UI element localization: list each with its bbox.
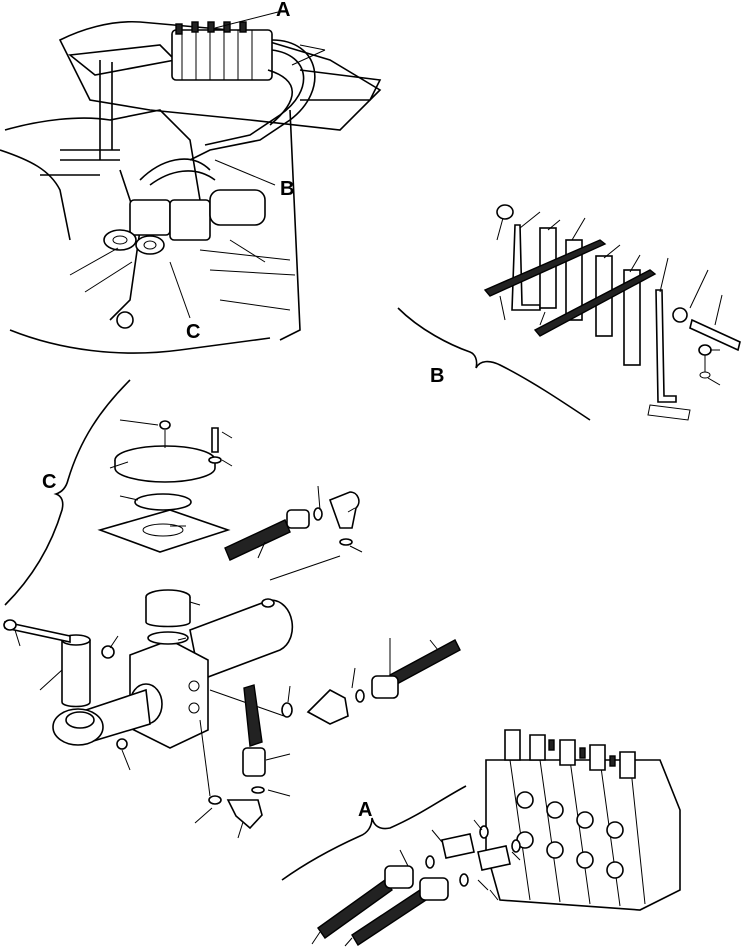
callout-b-overview: B [280, 178, 294, 200]
callout-c-overview: C [186, 321, 200, 343]
callout-a-detail: A [358, 799, 372, 821]
detail-b-clamps: B [397, 204, 741, 421]
callout-a-overview: A [276, 0, 290, 21]
machine-overview: A B C [0, 0, 382, 354]
detail-a-valve: A [281, 729, 681, 947]
callout-c-detail: C [42, 471, 56, 493]
callout-b-detail: B [430, 365, 444, 387]
detail-c-cylinder: C [3, 379, 461, 839]
